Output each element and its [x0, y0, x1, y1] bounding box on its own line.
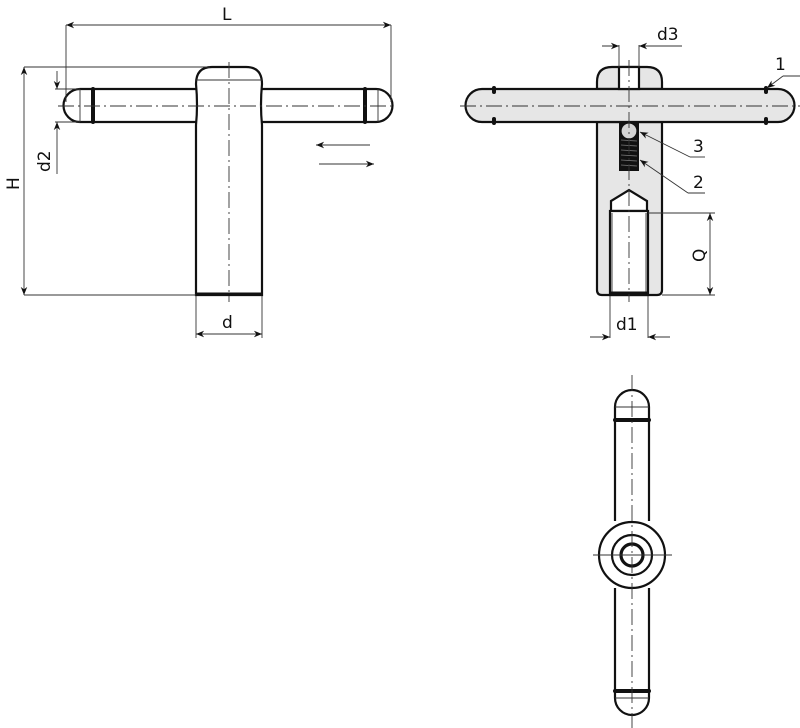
- dim-label-d: d: [222, 313, 233, 333]
- dim-label-L: L: [222, 5, 232, 25]
- dim-label-d1: d1: [616, 315, 638, 335]
- front-bar-right: [262, 87, 394, 124]
- dim-label-H: H: [4, 177, 24, 190]
- section-bar: [464, 87, 796, 124]
- dim-label-d2: d2: [35, 150, 55, 172]
- callout-1: 1: [775, 55, 786, 75]
- callout-2: 2: [693, 173, 704, 193]
- bottom-view: [593, 375, 672, 728]
- front-oring-right: [363, 87, 367, 124]
- callout-3: 3: [693, 137, 704, 157]
- front-bar-left: [62, 87, 196, 124]
- dim-label-d3: d3: [657, 25, 679, 45]
- front-shaft: [194, 65, 264, 297]
- front-view: L H d2 d: [4, 5, 395, 338]
- dim-label-Q: Q: [690, 249, 710, 262]
- section-view: d3 Q d1 1 3 2: [460, 25, 800, 341]
- front-oring-left: [91, 87, 95, 124]
